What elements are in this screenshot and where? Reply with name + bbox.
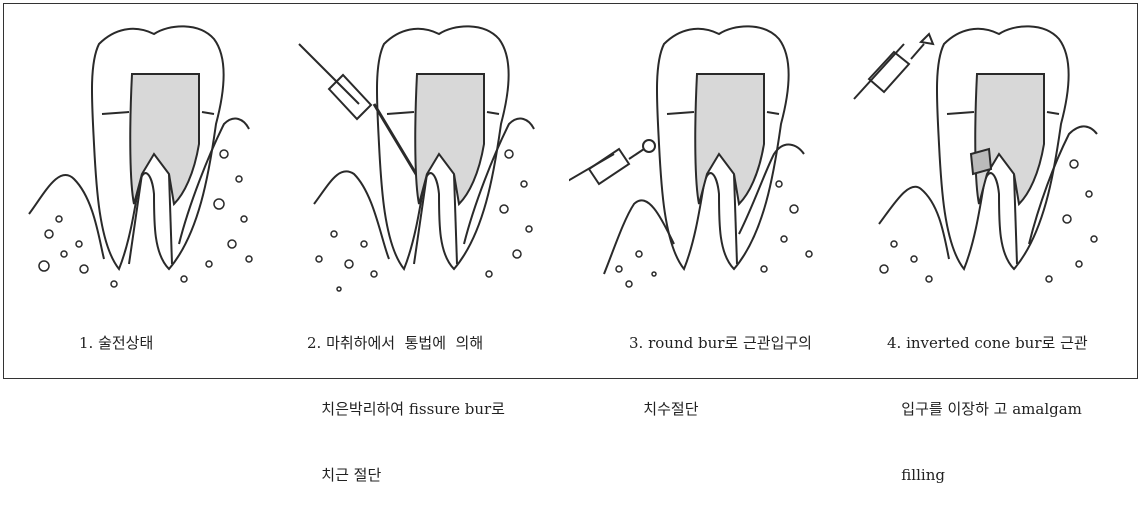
bone-texture [39,150,252,287]
cej-left [387,112,414,114]
cone-bur-shaft [854,44,904,99]
caption-pre-op: 1. 술전상태 [79,288,153,398]
figure-frame: 1. 술전상태 [3,3,1138,379]
cej-right [1047,112,1059,114]
cej-left [947,112,974,114]
fissure-bur-shaft [299,44,359,104]
bone-left [29,175,104,259]
caption-line: 1. 술전상태 [79,332,153,354]
pulp-chamber [695,74,764,204]
cej-left [667,112,694,114]
bone-left [879,187,949,259]
pulp-chamber [975,74,1044,204]
panel-pulp-amputation: 3. round bur로 근관입구의 치수절단 [569,4,852,380]
bone-texture [880,160,1097,282]
panel-root-amputation: 2. 마취하에서 통법에 의해 치은박리하여 fissure bur로 치근 절… [289,4,572,380]
round-bur-neck [629,149,644,159]
bone-texture [616,181,812,287]
cej-right [767,112,779,114]
bone-left [314,171,389,259]
caption-line: 3. round bur로 근관입구의 [629,332,812,354]
caption-pulp-amputation: 3. round bur로 근관입구의 치수절단 [629,288,812,464]
panel-amalgam-filling: 4. inverted cone bur로 근관 입구를 이장하 고 amalg… [849,4,1132,380]
bone-left [604,200,674,274]
caption-amalgam-filling: 4. inverted cone bur로 근관 입구를 이장하 고 amalg… [887,288,1088,530]
cone-bur-neck [911,44,924,59]
cone-bur-handle [869,52,909,92]
caption-line: 2. 마취하에서 통법에 의해 [307,332,505,354]
cej-right [202,112,214,114]
round-bur-head [643,140,655,152]
caption-line: 치근 절단 [307,464,505,486]
cej-left [102,112,129,114]
caption-line: 치은박리하여 fissure bur로 [307,398,505,420]
amalgam-filling [971,149,991,174]
cone-bur-head [921,34,933,44]
caption-root-amputation: 2. 마취하에서 통법에 의해 치은박리하여 fissure bur로 치근 절… [307,288,505,530]
caption-line: 치수절단 [629,398,812,420]
caption-line: 입구를 이장하 고 amalgam [887,398,1088,420]
caption-line: 4. inverted cone bur로 근관 [887,332,1088,354]
cej-right [487,112,499,114]
panel-pre-op: 1. 술전상태 [4,4,287,380]
round-bur-handle [589,149,629,184]
caption-line: filling [887,464,1088,486]
fissure-bur-handle [329,75,371,119]
